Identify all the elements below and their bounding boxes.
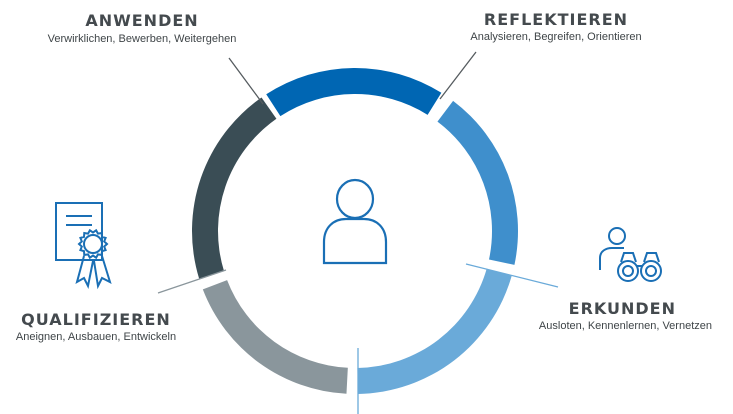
divider-line-top-left — [228, 57, 264, 105]
stage-title-reflektieren: REFLEKTIEREN — [483, 10, 629, 29]
stage-subtitle-erkunden: Ausloten, Kennenlernen, Vernetzen — [538, 320, 712, 332]
segment-erkunden — [357, 268, 512, 394]
divider-line-left — [157, 269, 227, 294]
segment-anwenden — [192, 97, 277, 279]
stage-title-erkunden: ERKUNDEN — [568, 299, 676, 318]
divider-line-right — [465, 263, 559, 288]
stage-subtitle-anwenden: Verwirklichen, Bewerben, Weitergehen — [47, 33, 237, 45]
stage-title-qualifizieren: QUALIFIZIEREN — [21, 310, 171, 329]
segment-reflektieren-top — [266, 68, 442, 117]
stage-subtitle-qualifizieren: Aneignen, Ausbauen, Entwickeln — [15, 331, 177, 343]
stage-subtitle-reflektieren: Analysieren, Begreifen, Orientieren — [470, 31, 642, 43]
divider-line-top-right — [439, 51, 477, 100]
stage-title-anwenden: ANWENDEN — [85, 11, 199, 30]
person-binoculars-icon — [599, 227, 662, 282]
certificate-icon — [55, 202, 112, 290]
person-icon — [322, 178, 388, 265]
segment-qualifizieren — [202, 280, 348, 394]
segment-reflektieren-right — [437, 100, 518, 265]
